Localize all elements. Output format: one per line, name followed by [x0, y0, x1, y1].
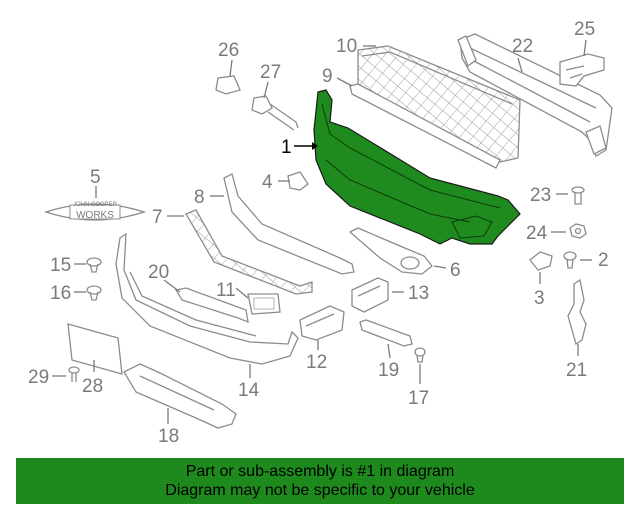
- callout-29[interactable]: 29: [28, 367, 49, 388]
- callout-1[interactable]: 1: [281, 137, 292, 158]
- callout-21[interactable]: 21: [566, 360, 587, 381]
- part-27-sensor[interactable]: [251, 95, 299, 131]
- part-4-clip[interactable]: [287, 171, 309, 191]
- part-8-trim-strip[interactable]: [223, 173, 355, 275]
- callout-3[interactable]: 3: [534, 288, 545, 309]
- part-14-lower-valance[interactable]: [115, 232, 299, 365]
- part-17-clip[interactable]: [414, 347, 426, 363]
- part-3-clip[interactable]: [529, 251, 553, 271]
- callout-9[interactable]: 9: [322, 66, 333, 87]
- part-22-reinforcement-beam[interactable]: [457, 33, 613, 157]
- callout-28[interactable]: 28: [82, 376, 103, 397]
- callout-11[interactable]: 11: [216, 280, 236, 301]
- callout-2[interactable]: 2: [598, 250, 609, 271]
- part-15-fastener[interactable]: [86, 257, 102, 273]
- part-28-plate-bracket[interactable]: [67, 323, 123, 375]
- badge-line1: JOHN COOPER: [73, 202, 118, 208]
- callout-27[interactable]: 27: [260, 62, 281, 83]
- part-5-badge[interactable]: JOHN COOPER WORKS: [43, 202, 147, 221]
- part-23-bolt[interactable]: [571, 186, 585, 205]
- part-16-fastener[interactable]: [86, 285, 102, 301]
- part-13-air-duct[interactable]: [351, 277, 389, 313]
- part-2-clip[interactable]: [563, 251, 577, 269]
- part-12-air-duct[interactable]: [299, 305, 345, 341]
- callout-12[interactable]: 12: [306, 352, 327, 373]
- callout-labels: 1 2 3 4 5 6 7 8 9 10 11 12 13 14 15 16 1…: [28, 19, 609, 447]
- banner-line-1: Part or sub-assembly is #1 in diagram: [185, 463, 455, 480]
- callout-20[interactable]: 20: [148, 262, 169, 283]
- callout-13[interactable]: 13: [408, 283, 429, 304]
- banner-line-2: Diagram may not be specific to your vehi…: [165, 482, 475, 499]
- callout-4[interactable]: 4: [262, 172, 273, 193]
- callout-24[interactable]: 24: [526, 223, 548, 244]
- info-banner: Part or sub-assembly is #1 in diagram Di…: [16, 458, 624, 504]
- leader-lines: [52, 39, 592, 424]
- part-24-nut[interactable]: [569, 223, 587, 239]
- callout-14[interactable]: 14: [238, 380, 260, 401]
- part-1-bumper-cover[interactable]: [313, 89, 521, 245]
- callout-22[interactable]: 22: [512, 36, 533, 57]
- callout-5[interactable]: 5: [90, 167, 101, 188]
- part-18-splash-shield[interactable]: [123, 363, 237, 429]
- callout-26[interactable]: 26: [218, 40, 239, 61]
- callout-18[interactable]: 18: [158, 426, 179, 447]
- callout-25[interactable]: 25: [574, 19, 595, 40]
- callout-7[interactable]: 7: [152, 207, 163, 228]
- callout-17[interactable]: 17: [408, 388, 429, 409]
- part-19-bracket[interactable]: [359, 319, 413, 347]
- part-6-fog-bezel[interactable]: [348, 227, 433, 275]
- callout-8[interactable]: 8: [194, 187, 205, 208]
- callout-16[interactable]: 16: [50, 283, 71, 304]
- callout-15[interactable]: 15: [50, 255, 71, 276]
- part-21-mounting-bracket[interactable]: [567, 278, 587, 346]
- badge-line2: WORKS: [76, 210, 114, 221]
- part-9-grille-trim[interactable]: [349, 83, 501, 169]
- callout-10[interactable]: 10: [336, 36, 357, 57]
- part-26-clip[interactable]: [215, 75, 241, 95]
- part-20-bracket[interactable]: [174, 287, 249, 324]
- part-7-lower-grille[interactable]: [185, 209, 313, 295]
- callout-19[interactable]: 19: [378, 360, 399, 381]
- part-11-insert[interactable]: [247, 293, 281, 315]
- callout-6[interactable]: 6: [450, 260, 461, 281]
- part-25-bracket[interactable]: [559, 53, 605, 87]
- part-29-screw[interactable]: [68, 366, 80, 382]
- callout-23[interactable]: 23: [530, 185, 551, 206]
